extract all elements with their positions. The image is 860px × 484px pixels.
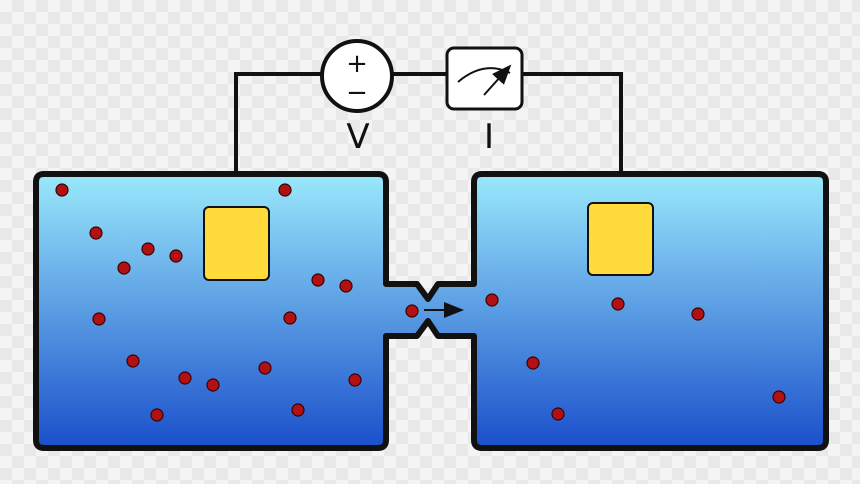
plus-sign: +	[346, 49, 368, 79]
particle-left-reservoir	[291, 403, 305, 417]
particle-left-reservoir	[339, 279, 353, 293]
particle-left-reservoir	[283, 311, 297, 325]
minus-sign: −	[346, 78, 368, 108]
particle-left-reservoir	[178, 371, 192, 385]
ammeter-icon	[445, 46, 524, 111]
particles-group	[55, 183, 786, 422]
voltage-source-icon: + −	[320, 39, 394, 113]
particle-left-reservoir	[92, 312, 106, 326]
particle-right-reservoir	[551, 407, 565, 421]
right-electrode	[587, 202, 654, 276]
particle-left-reservoir	[258, 361, 272, 375]
particle-in-nanopore	[405, 304, 419, 318]
particle-left-reservoir	[126, 354, 140, 368]
current-label: I	[484, 117, 494, 157]
particle-right-reservoir	[691, 307, 705, 321]
particle-left-reservoir	[278, 183, 292, 197]
particle-left-reservoir	[311, 273, 325, 287]
particle-left-reservoir	[141, 242, 155, 256]
particle-left-reservoir	[206, 378, 220, 392]
voltage-label: V	[346, 117, 369, 157]
particle-left-reservoir	[169, 249, 183, 263]
particle-left-reservoir	[150, 408, 164, 422]
particle-right-reservoir	[772, 390, 786, 404]
particle-left-reservoir	[55, 183, 69, 197]
particle-left-reservoir	[117, 261, 131, 275]
particle-left-reservoir	[89, 226, 103, 240]
particle-right-reservoir	[485, 293, 499, 307]
particle-right-reservoir	[611, 297, 625, 311]
particle-right-reservoir	[526, 356, 540, 370]
particle-left-reservoir	[348, 373, 362, 387]
circuit-wire	[234, 72, 623, 205]
left-electrode	[203, 206, 270, 281]
